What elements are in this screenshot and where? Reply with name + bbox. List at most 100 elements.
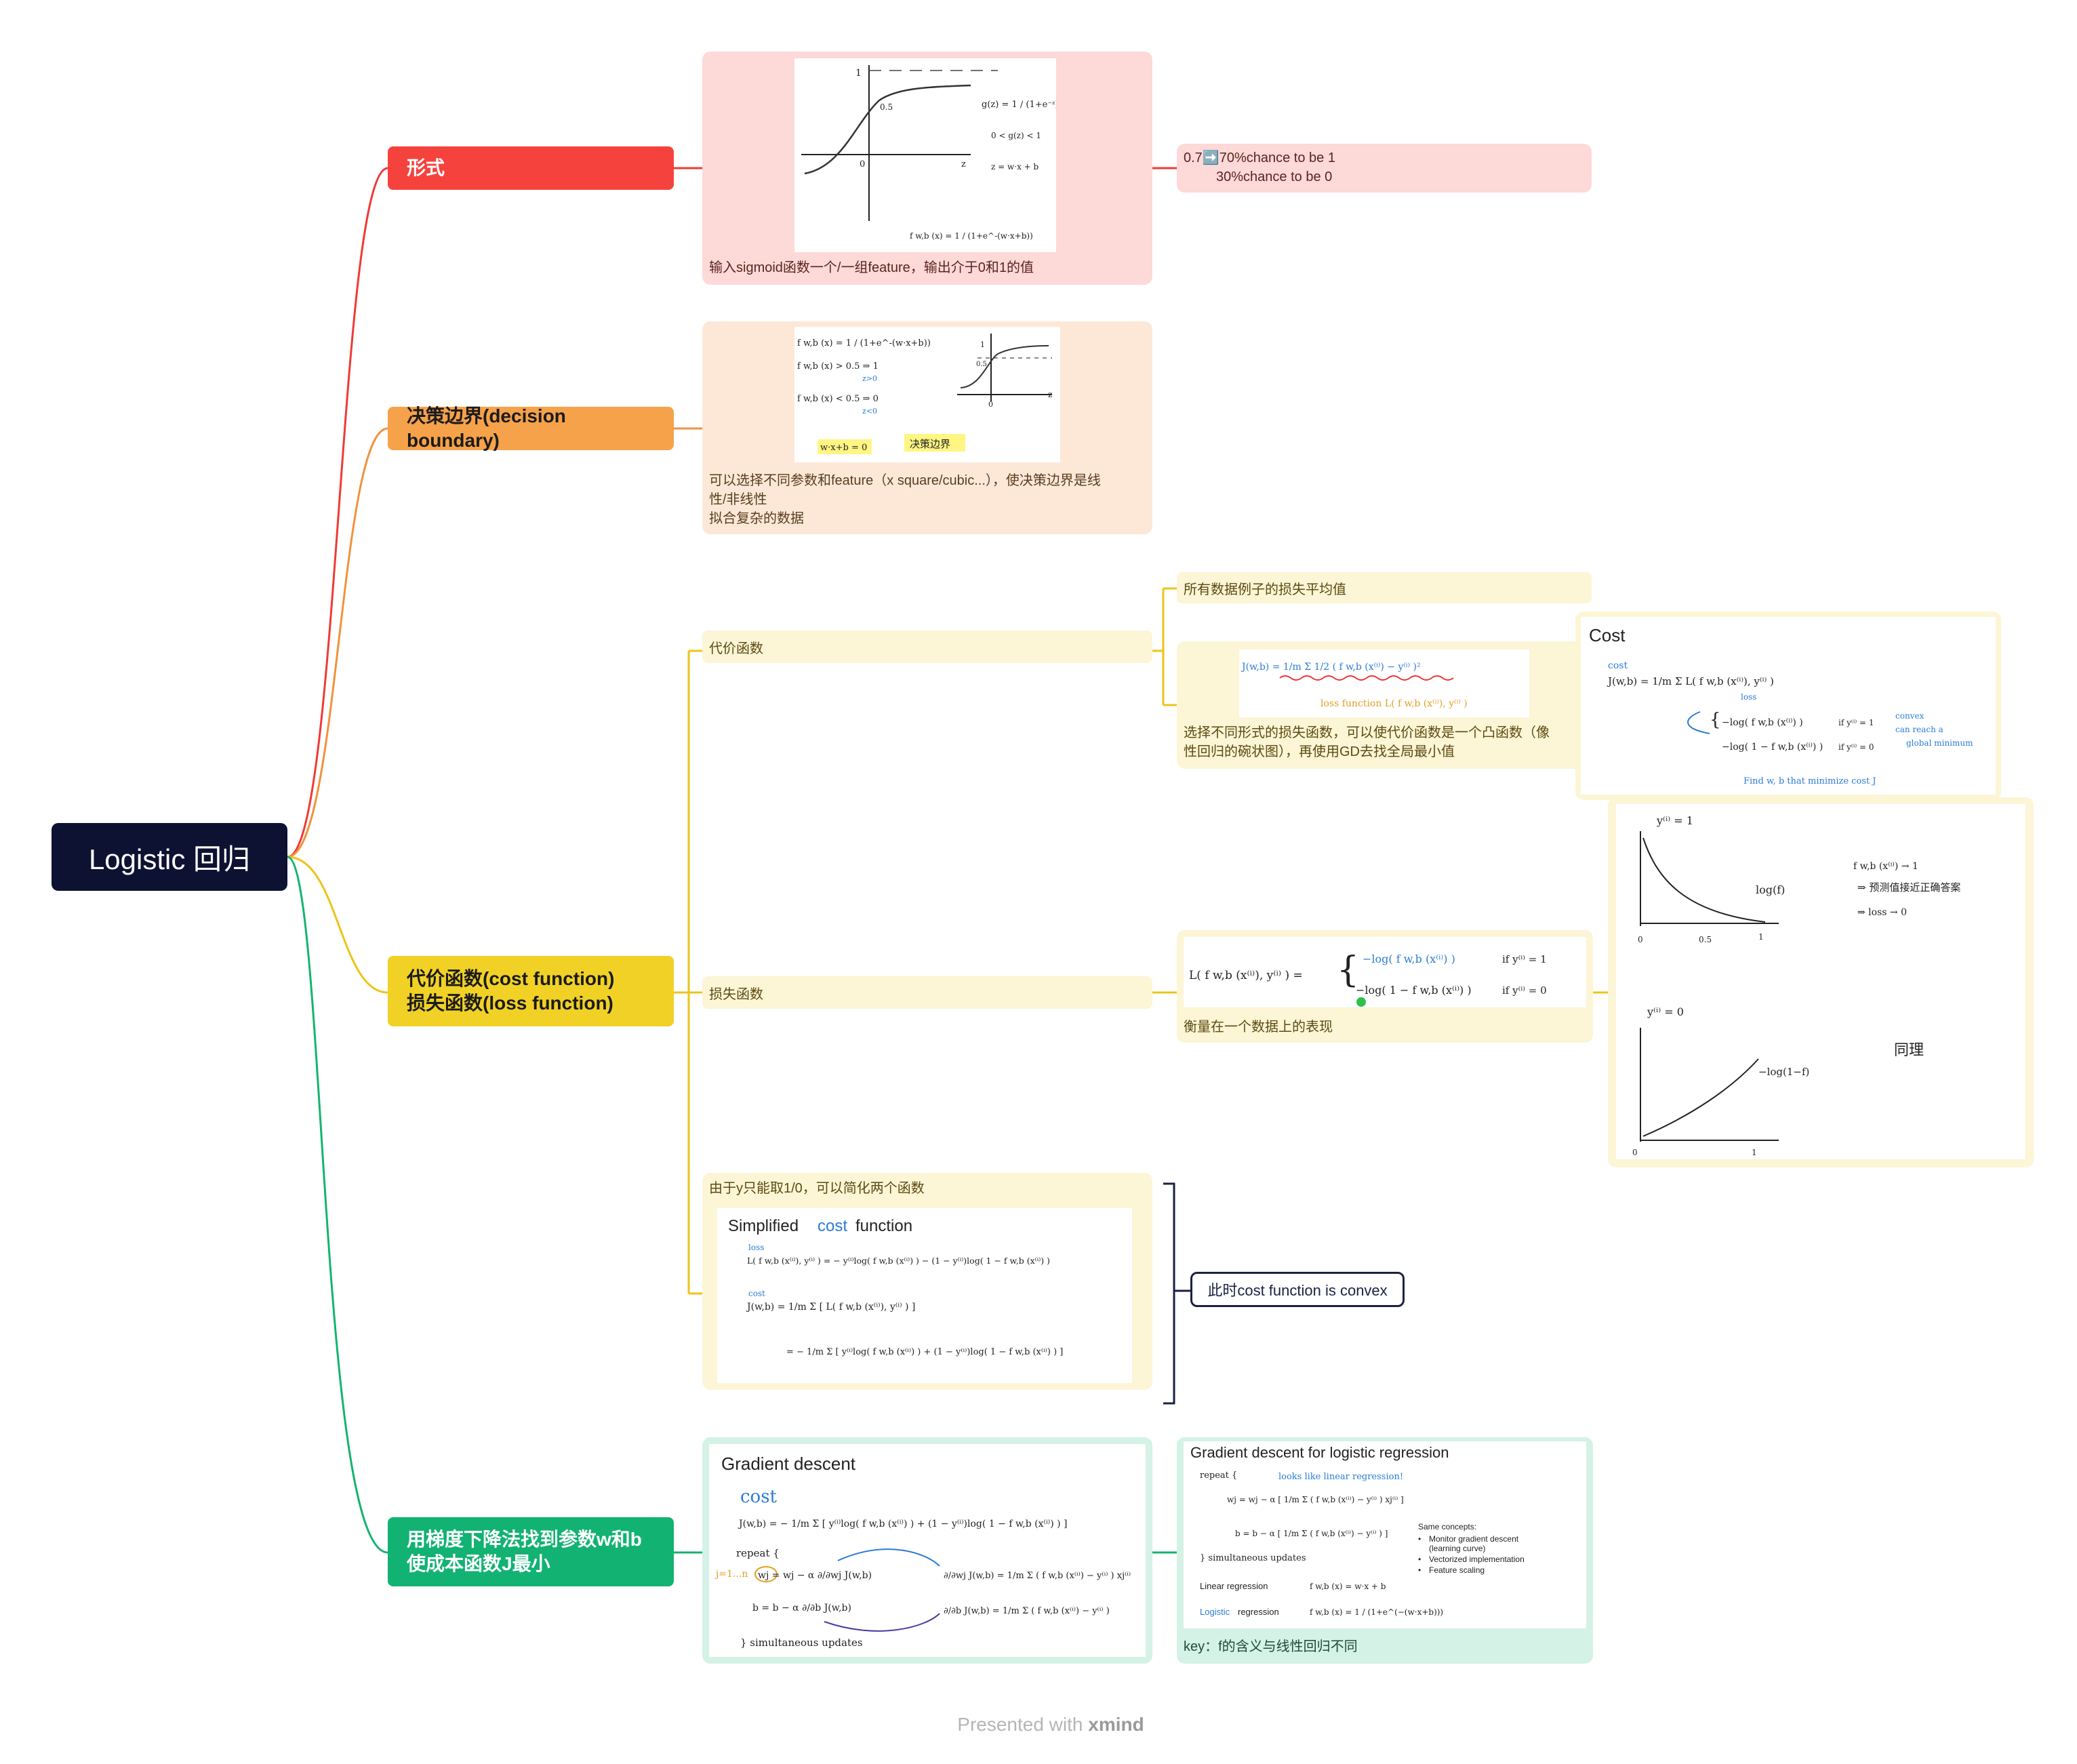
svg-text:function: function bbox=[855, 1217, 912, 1235]
svg-text:Gradient descent for logistic: Gradient descent for logistic regression bbox=[1190, 1444, 1449, 1461]
loss-formula-image: L( f w,b (x⁽ⁱ⁾), y⁽ⁱ⁾ ) = { −log( f w,b … bbox=[1184, 937, 1586, 1007]
svg-text:} simultaneous updates: } simultaneous updates bbox=[1200, 1553, 1306, 1563]
svg-text:repeat {: repeat { bbox=[1200, 1470, 1237, 1481]
loss-caption: 衡量在一个数据上的表现 bbox=[1184, 1020, 1333, 1035]
svg-text:= − 1/m Σ [ y⁽ⁱ⁾log( f w,b (x⁽: = − 1/m Σ [ y⁽ⁱ⁾log( f w,b (x⁽ⁱ⁾) ) + (1… bbox=[786, 1347, 1063, 1357]
branch-gd-label-1: 用梯度下降法找到参数w和b bbox=[407, 1528, 642, 1550]
svg-text:J(w,b) = − 1/m Σ [ y⁽ⁱ⁾log( f: J(w,b) = − 1/m Σ [ y⁽ⁱ⁾log( f w,b (x⁽ⁱ⁾)… bbox=[738, 1519, 1067, 1529]
svg-text:1: 1 bbox=[1758, 932, 1764, 942]
svg-text:0.5: 0.5 bbox=[880, 102, 893, 112]
svg-text:if y⁽ⁱ⁾ = 0: if y⁽ⁱ⁾ = 0 bbox=[1502, 984, 1547, 997]
branch-cost-label-1: 代价函数(cost function) bbox=[407, 967, 615, 989]
svg-text:b = b − α [ 1/m Σ ( f w,b (x⁽ⁱ: b = b − α [ 1/m Σ ( f w,b (x⁽ⁱ⁾) − y⁽ⁱ⁾ … bbox=[1235, 1529, 1388, 1538]
svg-text:−log(1−f): −log(1−f) bbox=[1758, 1066, 1809, 1078]
svg-text:cost: cost bbox=[818, 1217, 847, 1235]
svg-text:0: 0 bbox=[1632, 1148, 1638, 1157]
svg-text:J(w,b) = 1/m Σ 1/2 ( f w,b (x⁽: J(w,b) = 1/m Σ 1/2 ( f w,b (x⁽ⁱ⁾) − y⁽ⁱ⁾… bbox=[1241, 662, 1421, 673]
svg-text:−log( 1 − f w,b (x⁽ⁱ⁾) ): −log( 1 − f w,b (x⁽ⁱ⁾) ) bbox=[1722, 742, 1823, 753]
svg-text:loss function L( f w,b (x⁽ⁱ⁾): loss function L( f w,b (x⁽ⁱ⁾), y⁽ⁱ⁾ ) bbox=[1320, 698, 1468, 709]
svg-text:•: • bbox=[1418, 1565, 1421, 1575]
svg-text:regression: regression bbox=[1238, 1607, 1279, 1617]
cost-definition-slide: Cost cost J(w,b) = 1/m Σ L( f w,b (x⁽ⁱ⁾)… bbox=[1581, 617, 1996, 795]
root-node[interactable]: Logistic 回归 bbox=[52, 823, 287, 891]
svg-text:•: • bbox=[1418, 1534, 1421, 1544]
form-card[interactable]: 1 0.5 0 z g(z) = 1 / (1+e⁻ᶻ) 0 < g(z) < … bbox=[702, 52, 1152, 285]
branch-decision-boundary[interactable]: 决策边界(decision boundary) bbox=[388, 405, 674, 451]
svg-text:J(w,b) = 1/m Σ L( f w,b (x⁽ⁱ⁾): J(w,b) = 1/m Σ L( f w,b (x⁽ⁱ⁾), y⁽ⁱ⁾ ) bbox=[1607, 675, 1774, 687]
svg-text:0.5: 0.5 bbox=[976, 361, 987, 368]
cost-subtopic[interactable]: 代价函数 bbox=[702, 630, 1152, 663]
svg-text:Feature scaling: Feature scaling bbox=[1429, 1565, 1485, 1575]
loss-curves-sketch: y⁽ⁱ⁾ = 1 log(f) 0 0.5 1 f w,b (x⁽ⁱ⁾) → 1… bbox=[1616, 804, 2025, 1159]
svg-text:L( f w,b (x⁽ⁱ⁾), y⁽ⁱ⁾ ) = − y⁽: L( f w,b (x⁽ⁱ⁾), y⁽ⁱ⁾ ) = − y⁽ⁱ⁾log( f w… bbox=[747, 1256, 1050, 1266]
key-caption: key：f的含义与线性回归不同 bbox=[1184, 1639, 1358, 1654]
svg-text:Gradient descent: Gradient descent bbox=[721, 1454, 856, 1474]
branch-form[interactable]: 形式 bbox=[388, 146, 674, 190]
convex-reason-card[interactable]: J(w,b) = 1/m Σ 1/2 ( f w,b (x⁽ⁱ⁾) − y⁽ⁱ⁾… bbox=[1177, 641, 1592, 769]
svg-text:if y⁽ⁱ⁾ = 1: if y⁽ⁱ⁾ = 1 bbox=[1502, 953, 1547, 965]
svg-text:cost: cost bbox=[748, 1289, 765, 1298]
svg-text:wj = wj − α ∂/∂wj J(w,b): wj = wj − α ∂/∂wj J(w,b) bbox=[758, 1570, 872, 1581]
squared-error-sketch: J(w,b) = 1/m Σ 1/2 ( f w,b (x⁽ⁱ⁾) − y⁽ⁱ⁾… bbox=[1239, 649, 1529, 717]
svg-text:global minimum: global minimum bbox=[1906, 738, 1973, 748]
convex-reason-2: 性回归的碗状图），再使用GD去找全局最小值 bbox=[1184, 744, 1455, 759]
svg-text:loss: loss bbox=[748, 1243, 764, 1252]
branch-cost-function[interactable]: 代价函数(cost function) 损失函数(loss function) bbox=[388, 956, 674, 1026]
convex-note[interactable]: 此时cost function is convex bbox=[1190, 1272, 1405, 1307]
svg-text:f w,b (x) = 1 / (1+e^(−(w·x+b): f w,b (x) = 1 / (1+e^(−(w·x+b))) bbox=[1310, 1607, 1443, 1617]
svg-text:w·x+b = 0: w·x+b = 0 bbox=[820, 443, 867, 453]
simplify-caption: 由于y只能取1/0，可以简化两个函数 bbox=[709, 1181, 925, 1196]
svg-text:y⁽ⁱ⁾ = 0: y⁽ⁱ⁾ = 0 bbox=[1647, 1005, 1684, 1018]
cost-image-card[interactable]: Cost cost J(w,b) = 1/m Σ L( f w,b (x⁽ⁱ⁾)… bbox=[1575, 612, 2001, 800]
svg-text:−log( f w,b (x⁽ⁱ⁾) ): −log( f w,b (x⁽ⁱ⁾) ) bbox=[1722, 717, 1803, 728]
decision-boundary-sketch: f w,b (x) = 1 / (1+e^-(w·x+b)) f w,b (x)… bbox=[794, 327, 1060, 462]
logistic-gd-card[interactable]: Gradient descent for logistic regression… bbox=[1177, 1437, 1593, 1664]
svg-text:cost: cost bbox=[1608, 660, 1628, 671]
svg-text:−log( 1 − f w,b (x⁽ⁱ⁾) ): −log( 1 − f w,b (x⁽ⁱ⁾) ) bbox=[1356, 984, 1472, 997]
logistic-gd-slide: Gradient descent for logistic regression… bbox=[1184, 1441, 1586, 1628]
svg-text:g(z) = 1 / (1+e⁻ᶻ): g(z) = 1 / (1+e⁻ᶻ) bbox=[982, 100, 1056, 110]
loss-subtopic[interactable]: 损失函数 bbox=[702, 976, 1152, 1009]
svg-text:z = w·x + b: z = w·x + b bbox=[991, 162, 1039, 172]
branch-boundary-label: 决策边界(decision boundary) bbox=[407, 405, 566, 451]
average-loss-note[interactable]: 所有数据例子的损失平均值 bbox=[1177, 572, 1592, 603]
svg-text:y⁽ⁱ⁾ = 1: y⁽ⁱ⁾ = 1 bbox=[1656, 814, 1693, 827]
boundary-caption-1: 可以选择不同参数和feature（x square/cubic...），使决策边… bbox=[709, 473, 1101, 488]
probability-card[interactable]: 0.7➡️70%chance to be 1 30%chance to be 0 bbox=[1177, 144, 1592, 193]
gradient-descent-card[interactable]: Gradient descent cost J(w,b) = − 1/m Σ [… bbox=[702, 1437, 1152, 1664]
svg-text:f w,b (x) > 0.5 ⇒ 1: f w,b (x) > 0.5 ⇒ 1 bbox=[797, 361, 879, 372]
svg-text:L( f w,b (x⁽ⁱ⁾), y⁽ⁱ⁾ ) =: L( f w,b (x⁽ⁱ⁾), y⁽ⁱ⁾ ) = bbox=[1189, 969, 1303, 982]
svg-text:looks like linear regression!: looks like linear regression! bbox=[1278, 1472, 1403, 1482]
svg-text:Logistic: Logistic bbox=[1200, 1607, 1230, 1617]
svg-text:j=1...n: j=1...n bbox=[714, 1569, 748, 1580]
svg-text:f w,b (x) = w·x + b: f w,b (x) = w·x + b bbox=[1310, 1582, 1386, 1591]
probability-line-1: 0.7➡️70%chance to be 1 bbox=[1184, 151, 1335, 165]
svg-text:can reach a: can reach a bbox=[1895, 725, 1943, 734]
svg-text:1: 1 bbox=[855, 68, 862, 79]
svg-text:z>0: z>0 bbox=[862, 374, 877, 383]
svg-text:{: { bbox=[1337, 950, 1359, 990]
svg-text:Same concepts:: Same concepts: bbox=[1418, 1522, 1476, 1531]
svg-text:} simultaneous updates: } simultaneous updates bbox=[740, 1637, 863, 1649]
form-caption: 输入sigmoid函数一个/一组feature，输出介于0和1的值 bbox=[709, 260, 1034, 275]
loss-graph-card[interactable]: y⁽ⁱ⁾ = 1 log(f) 0 0.5 1 f w,b (x⁽ⁱ⁾) → 1… bbox=[1608, 797, 2034, 1167]
loss-formula-card[interactable]: L( f w,b (x⁽ⁱ⁾), y⁽ⁱ⁾ ) = { −log( f w,b … bbox=[1177, 930, 1593, 1043]
presented-with-xmind: Presented with xmind bbox=[935, 1714, 1166, 1736]
svg-text:J(w,b) = 1/m Σ [ L( f w,b (x⁽ⁱ: J(w,b) = 1/m Σ [ L( f w,b (x⁽ⁱ⁾), y⁽ⁱ⁾ )… bbox=[746, 1302, 915, 1312]
convex-reason-1: 选择不同形式的损失函数，可以使代价函数是一个凸函数（像 bbox=[1184, 725, 1550, 740]
svg-text:z: z bbox=[961, 159, 966, 169]
branch-gradient-descent[interactable]: 用梯度下降法找到参数w和b 使成本函数J最小 bbox=[388, 1517, 674, 1586]
svg-text:0: 0 bbox=[988, 400, 993, 409]
svg-text:f w,b (x⁽ⁱ⁾) → 1: f w,b (x⁽ⁱ⁾) → 1 bbox=[1853, 861, 1918, 872]
xmind-brand: xmind bbox=[1088, 1714, 1144, 1735]
svg-text:•: • bbox=[1418, 1555, 1421, 1564]
boundary-card[interactable]: f w,b (x) = 1 / (1+e^-(w·x+b)) f w,b (x)… bbox=[702, 321, 1152, 534]
svg-text:Linear regression: Linear regression bbox=[1200, 1581, 1268, 1591]
svg-text:Simplified: Simplified bbox=[728, 1217, 799, 1235]
svg-text:loss: loss bbox=[1741, 692, 1756, 702]
svg-text:Vectorized implementation: Vectorized implementation bbox=[1429, 1555, 1525, 1564]
average-loss-label: 所有数据例子的损失平均值 bbox=[1184, 582, 1346, 597]
svg-text:1: 1 bbox=[1752, 1148, 1757, 1157]
svg-text:0.5: 0.5 bbox=[1699, 935, 1712, 944]
simplified-card[interactable]: 由于y只能取1/0，可以简化两个函数 Simplified cost funct… bbox=[702, 1173, 1152, 1390]
